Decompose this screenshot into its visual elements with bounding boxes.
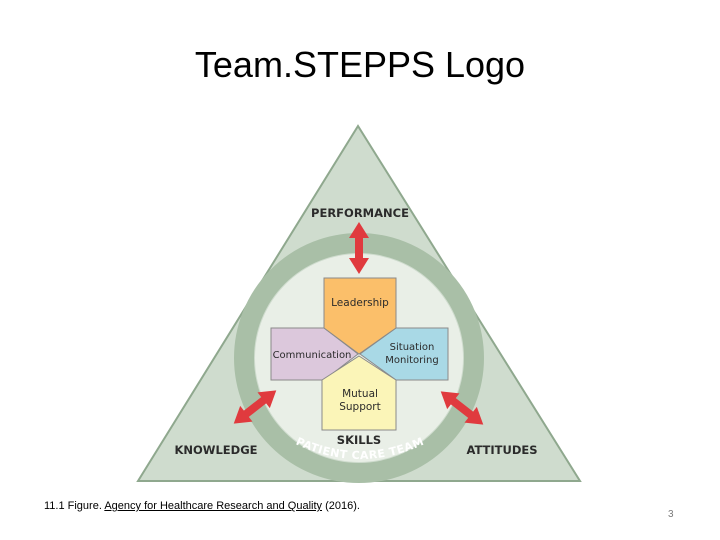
performance-arrow [349,222,369,274]
performance-label: PERFORMANCE [311,206,409,220]
mutual-label: Mutual [342,388,378,400]
leadership-label: Leadership [331,297,389,309]
skills-label: SKILLS [337,433,381,447]
caption-suffix: (2016). [322,500,360,512]
support-label: Support [339,401,381,413]
ahrq-link[interactable]: Agency for Healthcare Research and Quali… [104,500,323,512]
knowledge-arrow [233,390,277,424]
slide-title: Team.STEPPS Logo [194,44,526,85]
leadership-shape [323,277,397,355]
knowledge-label: KNOWLEDGE [174,443,257,457]
attitudes-arrow [440,391,484,425]
communication-label: Communication [273,350,352,361]
mutual-support-shape [321,355,397,431]
figure-caption: 11.1 Figure. Agency for Healthcare Resea… [44,500,360,512]
caption-prefix: 11.1 Figure. [44,500,105,512]
page-number: 3 [668,509,674,520]
situation-label: Situation [390,342,435,353]
communication-shape [270,327,359,381]
attitudes-label: ATTITUDES [466,443,537,457]
monitoring-label: Monitoring [385,355,438,366]
